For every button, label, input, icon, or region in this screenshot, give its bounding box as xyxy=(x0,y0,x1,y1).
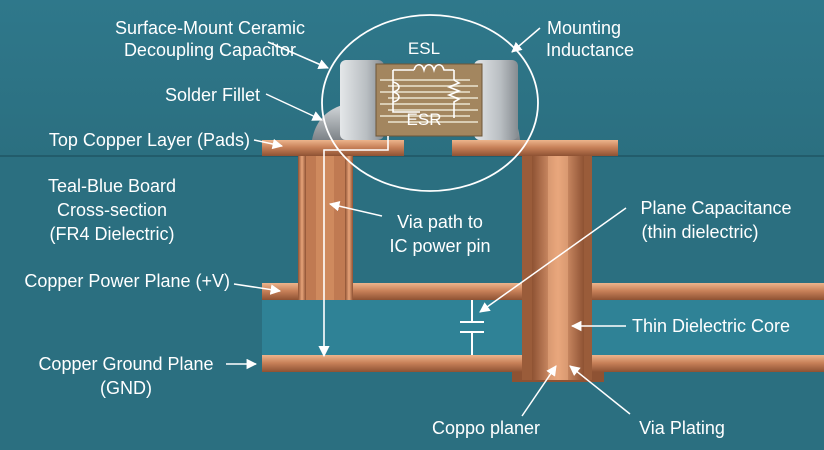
ground-plane-label-line1: Copper Ground Plane xyxy=(38,354,213,374)
right-via xyxy=(512,140,604,382)
top-copper-leader xyxy=(253,138,284,150)
via-plating-leader xyxy=(569,365,631,415)
capacitor-leader xyxy=(267,41,329,70)
top-copper-label: Top Copper Layer (Pads) xyxy=(49,130,250,150)
esr-label: ESR xyxy=(407,110,442,129)
via-path-label-line2: IC power pin xyxy=(389,236,490,256)
plane-capacitor-symbol xyxy=(460,300,484,355)
internal-coil-symbol xyxy=(392,81,400,103)
board-label-line2: Cross-section xyxy=(57,200,167,220)
top-copper-pads xyxy=(262,140,618,156)
plane-capacitance-leader xyxy=(479,207,627,313)
esl-inductor-symbol xyxy=(413,63,454,73)
solder-fillet-leader xyxy=(265,93,323,121)
capacitor-label-line1: Surface-Mount Ceramic xyxy=(115,18,305,38)
esl-label: ESL xyxy=(408,39,440,58)
plane-capacitance-label-line1: Plane Capacitance xyxy=(640,198,791,218)
plane-capacitance-label-line2: (thin dielectric) xyxy=(641,222,758,242)
power-plane-leader xyxy=(233,283,282,295)
mounting-label-line1: Mounting xyxy=(547,18,621,38)
via-plating-label: Via Plating xyxy=(639,418,725,438)
left-via xyxy=(298,140,353,300)
esl-esr-circuit xyxy=(392,63,462,118)
board-label-line1: Teal-Blue Board xyxy=(48,176,176,196)
solder-fillet-label: Solder Fillet xyxy=(165,85,260,105)
mounting-leader xyxy=(511,27,541,53)
coppo-planer-label: Coppo planer xyxy=(432,418,540,438)
power-plane-label: Copper Power Plane (+V) xyxy=(24,271,230,291)
ground-plane xyxy=(262,355,824,372)
via-path-label-line1: Via path to xyxy=(397,212,483,232)
coppo-planer-leader xyxy=(521,365,557,417)
ground-plane-label-line2: (GND) xyxy=(100,378,152,398)
thin-core-label: Thin Dielectric Core xyxy=(632,316,790,336)
via-path-leader xyxy=(328,201,383,217)
mounting-inductance-circle xyxy=(321,14,539,192)
mounting-label-line2: Inductance xyxy=(546,40,634,60)
current-path-arrow xyxy=(318,136,389,358)
capacitor-label-line2: Decoupling Capacitor xyxy=(124,40,296,60)
board-label-line3: (FR4 Dielectric) xyxy=(49,224,174,244)
esr-resistor-symbol xyxy=(446,79,462,110)
